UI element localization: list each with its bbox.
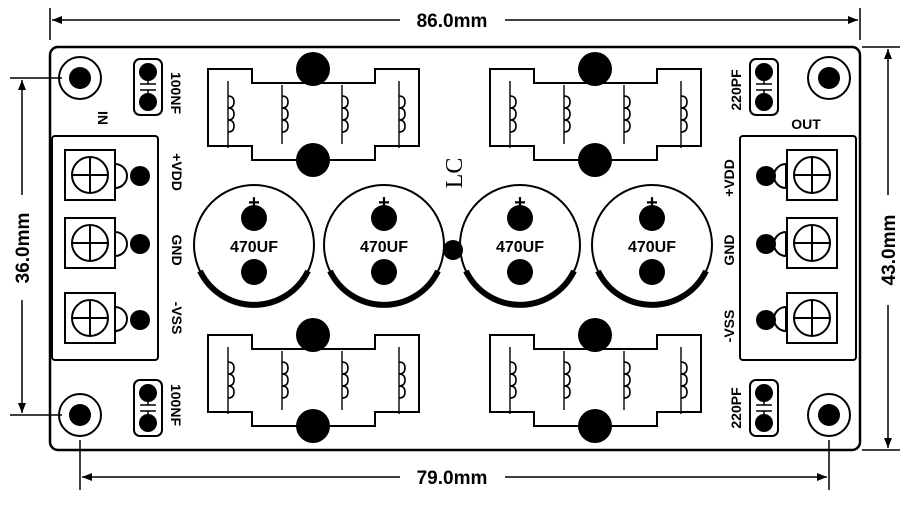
cap-in-top [133,58,163,116]
input-screw-vdd [64,149,116,201]
out-label: OUT [791,116,821,132]
output-screw-vdd [786,149,838,201]
cap-out-bottom-label: 220PF [728,387,744,429]
pcb-board-outline [48,45,862,452]
cap-2-polarity: + [378,192,390,214]
in-label: IN [95,111,111,125]
input-screw-vss [64,292,116,344]
cap-in-top-label: 100NF [168,72,184,114]
electrolytic-cap-3: + 470UF [460,185,580,305]
cap-1-value: 470UF [230,239,278,256]
lc-label: LC [442,158,468,189]
mounting-hole-bottom-right [807,393,851,437]
cap-out-top [749,58,779,116]
electrolytic-cap-1: + 470UF [194,185,314,305]
cap-2-value: 470UF [360,239,408,256]
input-vdd-label: +VDD [169,153,185,191]
cap-1-polarity: + [248,192,260,214]
hole-spacing-x-label: 79.0mm [417,468,488,489]
output-vss-label: -VSS [721,310,737,343]
cap-4-polarity: + [646,192,658,214]
cap-out-bottom [749,379,779,437]
inductor-bottom-right [490,318,701,443]
mounting-hole-top-left [58,56,102,100]
dimension-hole-spacing-y: 36.0mm [10,77,62,416]
board-height-label: 43.0mm [879,215,900,286]
dimension-hole-spacing-x: 79.0mm [79,440,830,490]
input-gnd-label: GND [169,234,185,265]
board-width-label: 86.0mm [417,11,488,32]
input-vss-label: -VSS [169,302,185,335]
cap-3-polarity: + [514,192,526,214]
electrolytic-cap-2: + 470UF [324,185,444,305]
mounting-hole-top-right [807,56,851,100]
cap-in-bottom [133,379,163,437]
cap-in-bottom-label: 100NF [168,384,184,426]
dimension-board-width: 86.0mm [49,8,861,40]
input-terminal-block [51,135,159,361]
center-junction-pad [443,240,463,260]
electrolytic-cap-4: + 470UF [592,185,712,305]
inductor-bottom-left [208,318,419,443]
inductor-top-left [208,52,419,177]
output-gnd-label: GND [721,234,737,265]
cap-4-value: 470UF [628,239,676,256]
output-screw-vss [786,292,838,344]
cap-3-value: 470UF [496,239,544,256]
hole-spacing-y-label: 36.0mm [13,213,34,284]
output-vdd-label: +VDD [721,159,737,197]
dimension-board-height: 43.0mm [862,46,900,451]
output-screw-gnd [786,217,838,269]
inductor-top-right [490,52,701,177]
input-screw-gnd [64,217,116,269]
cap-out-top-label: 220PF [728,69,744,111]
mounting-hole-bottom-left [58,393,102,437]
output-terminal-block [739,135,857,361]
